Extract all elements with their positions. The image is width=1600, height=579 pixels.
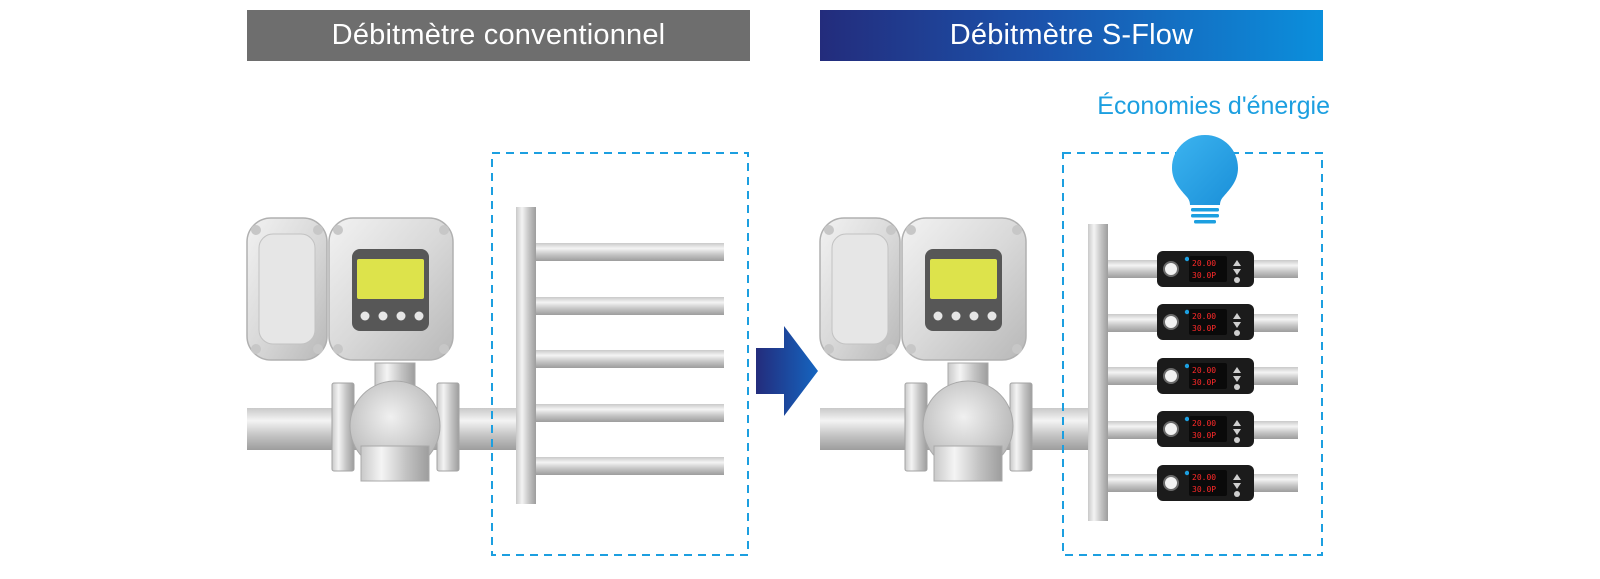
sensor-reading-top: 20.00 — [1192, 419, 1216, 428]
branch-pipes-left — [536, 243, 724, 475]
sensor-reading-top: 20.00 — [1192, 366, 1216, 375]
header-pipe-right — [1088, 224, 1108, 521]
sensor-reading-top: 20.00 — [1192, 473, 1216, 482]
sensor-reading-bottom: 30.0P — [1192, 324, 1216, 333]
branch-pipe — [536, 350, 724, 368]
sflow-system: 20.00 30.0P 20.00 30.0P — [819, 135, 1323, 556]
sflow-sensors: 20.00 30.0P 20.00 30.0P — [1157, 251, 1254, 501]
energy-savings-label: Économies d'énergie — [1097, 92, 1330, 120]
sensor-reading-bottom: 30.0P — [1192, 271, 1216, 280]
sensor-reading-top: 20.00 — [1192, 259, 1216, 268]
sensor-reading-bottom: 30.0P — [1192, 378, 1216, 387]
sensor-reading-bottom: 30.0P — [1192, 485, 1216, 494]
sflow-title-banner: Débitmètre S-Flow — [820, 10, 1323, 61]
sflow-sensor: 20.00 30.0P — [1157, 304, 1254, 340]
sflow-title: Débitmètre S-Flow — [949, 19, 1194, 51]
sflow-sensor: 20.00 30.0P — [1157, 465, 1254, 501]
conventional-system — [246, 152, 749, 556]
branch-pipe — [536, 457, 724, 475]
sflow-sensor: 20.00 30.0P — [1157, 251, 1254, 287]
sensor-reading-top: 20.00 — [1192, 312, 1216, 321]
lightbulb-icon — [1172, 135, 1238, 224]
conventional-title-banner: Débitmètre conventionnel — [247, 10, 750, 61]
transition-arrow-icon — [756, 326, 818, 416]
branch-pipe — [536, 297, 724, 315]
sflow-sensor: 20.00 30.0P — [1157, 411, 1254, 447]
conventional-title: Débitmètre conventionnel — [331, 19, 666, 51]
dashed-frame-left — [491, 152, 749, 556]
branch-pipe — [536, 243, 724, 261]
sensor-reading-bottom: 30.0P — [1192, 431, 1216, 440]
branch-pipe — [536, 404, 724, 422]
sflow-sensor: 20.00 30.0P — [1157, 358, 1254, 394]
header-pipe-left — [516, 207, 536, 504]
